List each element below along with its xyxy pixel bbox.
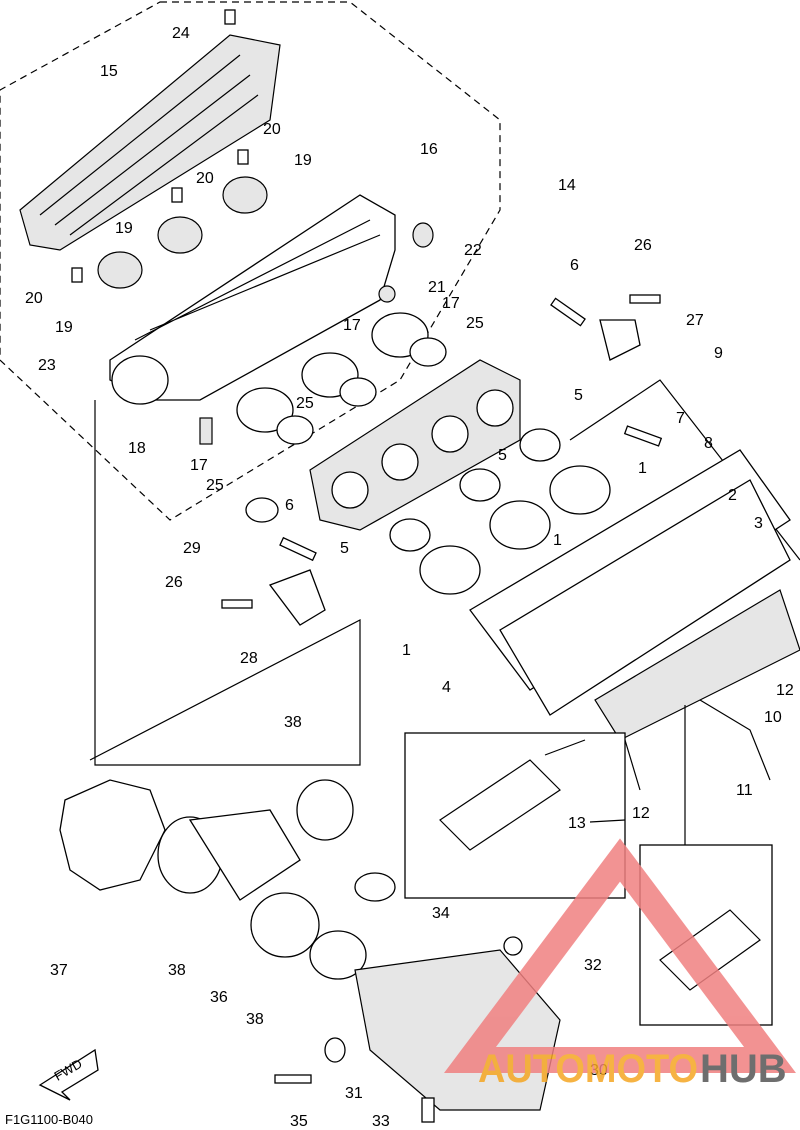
callout: 5 [498, 447, 507, 464]
bracket-lower [268, 569, 326, 626]
reed-detail-11 [659, 909, 761, 991]
hose-clamps [296, 779, 396, 980]
callout: 25 [296, 395, 314, 412]
callout: 10 [764, 709, 782, 726]
callout: 3 [754, 515, 763, 532]
grommet-31 [324, 1037, 346, 1063]
callout: 37 [50, 962, 68, 979]
diagram-code: F1G1100-B040 [5, 1112, 93, 1127]
callout: 19 [115, 220, 133, 237]
fwd-arrow: FWD [38, 1048, 99, 1101]
callout: 16 [420, 141, 438, 158]
callout: 14 [558, 177, 576, 194]
callout: 4 [442, 679, 451, 696]
airbox-housing [109, 194, 396, 405]
throttle-body-assembly [309, 359, 521, 531]
filter-screens [97, 176, 268, 289]
leader-lines-right [544, 699, 771, 845]
throttle-clamps [389, 428, 561, 552]
callout: 13 [568, 815, 586, 832]
intake-ducts [157, 809, 320, 958]
callout: 22 [464, 242, 482, 259]
callout: 38 [246, 1011, 264, 1028]
assembly-bracket-lower [89, 400, 361, 766]
callout: 21 [428, 279, 446, 296]
grommet [412, 222, 434, 248]
boot-clamps [276, 337, 447, 445]
assembly-boundary-upper [0, 1, 501, 521]
callout: 24 [172, 25, 190, 42]
drain-33 [421, 1097, 435, 1123]
intake-joints [419, 465, 611, 595]
callout: 33 [372, 1113, 390, 1130]
callout: 6 [570, 257, 579, 274]
callout: 9 [714, 345, 723, 362]
callout: 35 [290, 1113, 308, 1130]
gaskets-and-reed-plate [469, 449, 800, 741]
callout: 31 [345, 1085, 363, 1102]
callout: 20 [196, 170, 214, 187]
callout: 17 [190, 457, 208, 474]
callout: 20 [25, 290, 43, 307]
callout: 6 [285, 497, 294, 514]
callout: 12 [776, 682, 794, 699]
callout: 38 [284, 714, 302, 731]
callout-labels: 1 1 1 2 3 4 5 5 5 6 6 7 8 9 10 11 12 12 … [25, 25, 794, 1130]
callout: 11 [736, 782, 753, 799]
callout: 25 [206, 477, 224, 494]
callout: 38 [168, 962, 186, 979]
callout: 32 [584, 957, 602, 974]
svg-text:AUTOMOTO: AUTOMOTO [478, 1047, 698, 1091]
airbox-cover [19, 34, 281, 251]
callout: 26 [634, 237, 652, 254]
air-filter [59, 779, 166, 891]
svg-text:HUB: HUB [700, 1047, 787, 1091]
callout: 27 [686, 312, 704, 329]
callout: 2 [728, 487, 737, 504]
callout: 26 [165, 574, 183, 591]
callout: 1 [402, 642, 411, 659]
callout: 5 [340, 540, 349, 557]
callout: 23 [38, 357, 56, 374]
detail-box-11 [639, 844, 773, 1026]
callout: 7 [676, 410, 685, 427]
watermark-logo: AUTOMOTO HUB [444, 838, 796, 1091]
callout: 19 [294, 152, 312, 169]
drain-plug [199, 417, 213, 445]
callout: 1 [638, 460, 647, 477]
callout: 19 [55, 319, 73, 336]
grommet-32 [503, 936, 523, 956]
callout: 29 [183, 540, 201, 557]
callout: 17 [442, 295, 460, 312]
callout: 12 [632, 805, 650, 822]
callout: 36 [210, 989, 228, 1006]
callout: 25 [466, 315, 484, 332]
callout: 5 [574, 387, 583, 404]
callout: 15 [100, 63, 118, 80]
callout: 20 [263, 121, 281, 138]
detail-box-13 [404, 732, 626, 899]
callout: 1 [553, 532, 562, 549]
cover-screws [71, 9, 249, 283]
callout: 34 [432, 905, 450, 922]
callout: 18 [128, 440, 146, 457]
damper [378, 285, 396, 303]
clamp-29 [245, 497, 279, 523]
bolts [221, 294, 663, 1084]
callout: 28 [240, 650, 258, 667]
reed-detail-13 [439, 759, 561, 851]
bracket-upper [599, 319, 641, 361]
callout: 8 [704, 435, 713, 452]
callout: 17 [343, 317, 361, 334]
